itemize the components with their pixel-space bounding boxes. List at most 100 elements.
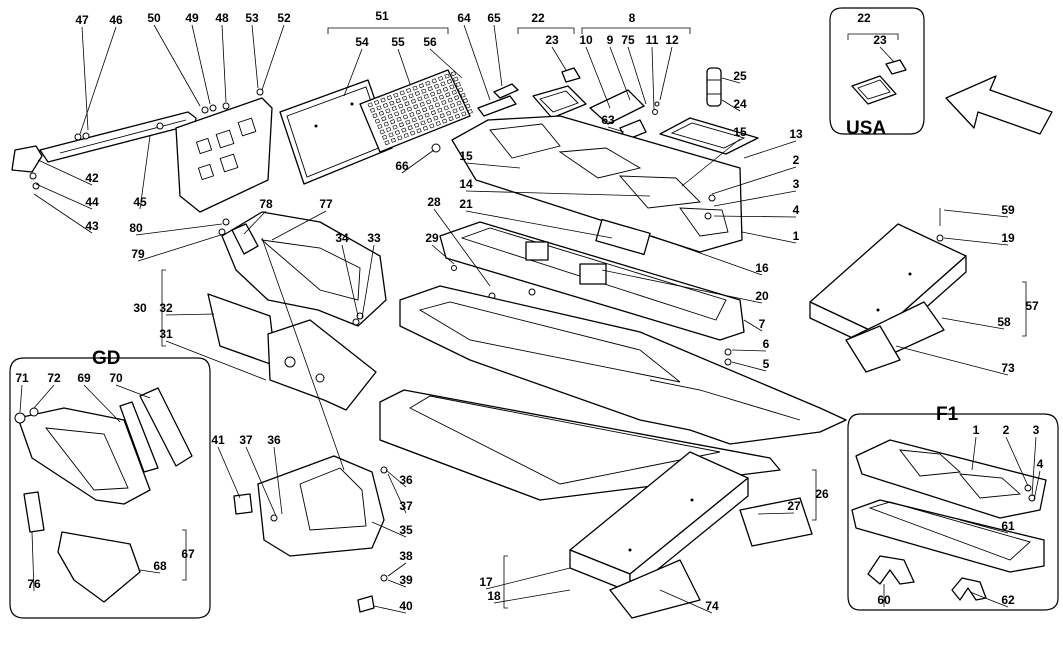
cover-32: [207, 293, 277, 367]
grille-hole: [436, 89, 442, 95]
leader-c76: [31, 531, 35, 592]
leader-c59: [943, 209, 1009, 218]
leader-c55: [397, 48, 411, 85]
grille-hole: [434, 83, 440, 89]
leader-c53: [251, 24, 259, 89]
switch-24-25: [706, 67, 722, 107]
grille-hole: [377, 123, 383, 129]
grille-hole: [417, 96, 423, 102]
leader-c58: [941, 317, 1005, 330]
bolt-59-19: [936, 208, 944, 242]
callout-c14: 14: [459, 177, 473, 191]
grille-hole: [418, 114, 424, 120]
callout-c30: 30: [133, 301, 147, 315]
leader-c39: [387, 579, 407, 588]
grille-hole: [428, 104, 434, 110]
grille-55: [359, 69, 473, 153]
callout-c41: 41: [211, 433, 225, 447]
callout-c38: 38: [399, 549, 413, 563]
callout-c19: 19: [1001, 231, 1015, 245]
leader-c7: [743, 319, 763, 332]
callout-c18: 18: [487, 589, 501, 603]
grille-hole: [392, 124, 398, 130]
leader-c2: [711, 166, 797, 195]
grille-hole: [446, 110, 452, 116]
grille-hole: [453, 76, 459, 82]
callout-c49: 49: [185, 11, 199, 25]
grille-hole: [409, 111, 415, 117]
callout-c48: 48: [215, 11, 229, 25]
plate-74: [609, 559, 701, 619]
grille-hole: [379, 129, 385, 135]
callout-c60: 60: [877, 593, 891, 607]
callout-c2: 2: [793, 153, 800, 167]
callout-c15a: 15: [459, 149, 473, 163]
leader-c4: [713, 215, 797, 218]
callout-c65: 65: [487, 11, 501, 25]
leader-c11: [651, 46, 655, 111]
callout-c33: 33: [367, 231, 381, 245]
callout-c80: 80: [129, 221, 143, 235]
grille-hole: [387, 113, 393, 119]
leader-c20: [601, 269, 763, 304]
grille-hole: [431, 78, 437, 84]
callout-cf1_1: 1: [973, 423, 980, 437]
callout-c72: 72: [47, 371, 61, 385]
callout-c61: 61: [1001, 519, 1015, 533]
leader-cf1_4: [1033, 470, 1041, 501]
callout-c28: 28: [427, 195, 441, 209]
group-brackets: [161, 27, 1027, 609]
grille-hole: [407, 125, 413, 131]
grille-hole: [438, 94, 445, 100]
callout-c37a: 37: [239, 433, 253, 447]
callout-c71: 71: [15, 371, 29, 385]
grille-hole: [389, 100, 395, 106]
leader-c10: [585, 46, 611, 109]
grille-hole: [404, 101, 410, 107]
leader-c15a: [465, 162, 521, 169]
lever-arm-45: [11, 111, 197, 173]
screws-5-6-28-29: [451, 265, 732, 366]
leader-cf1_2: [1005, 436, 1029, 487]
grille-hole: [380, 97, 386, 103]
leader-c47: [81, 26, 89, 131]
callout-c76: 76: [27, 577, 41, 591]
grille-hole: [396, 116, 402, 122]
grille-hole: [394, 129, 401, 135]
plate-58-73: [845, 301, 945, 373]
grille-hole: [465, 103, 471, 109]
grille-hole: [386, 95, 393, 101]
grille-hole: [414, 122, 420, 128]
callout-c26: 26: [815, 487, 829, 501]
grille-hole: [421, 88, 427, 94]
grille-hole: [435, 120, 441, 126]
plate-27: [739, 497, 813, 547]
callout-c75: 75: [621, 33, 635, 47]
grille-hole: [449, 84, 455, 90]
leader-c43: [33, 193, 93, 234]
callout-c78: 78: [259, 197, 273, 211]
leader-c33: [361, 244, 375, 319]
callout-cf1_3: 3: [1033, 423, 1040, 437]
grille-hole: [418, 83, 425, 89]
grille-hole: [399, 90, 405, 96]
grille-hole: [415, 109, 421, 115]
grille-hole: [423, 93, 429, 99]
grille-hole: [442, 86, 449, 92]
leader-c73: [895, 345, 1009, 376]
callout-c37b: 37: [399, 499, 413, 513]
leader-c45: [139, 135, 151, 210]
grille-hole: [401, 127, 407, 133]
callout-c70: 70: [109, 371, 123, 385]
callout-c67: 67: [181, 547, 195, 561]
grille-hole: [460, 92, 466, 98]
callout-c39: 39: [399, 573, 413, 587]
grille-hole: [467, 108, 473, 114]
grille-hole: [454, 95, 460, 101]
leader-c32: [165, 313, 215, 316]
leader-c23b: [879, 46, 895, 63]
leader-c75: [627, 46, 647, 105]
grille-hole: [439, 113, 445, 119]
grille-hole: [390, 119, 396, 125]
grille-hole: [458, 87, 464, 93]
